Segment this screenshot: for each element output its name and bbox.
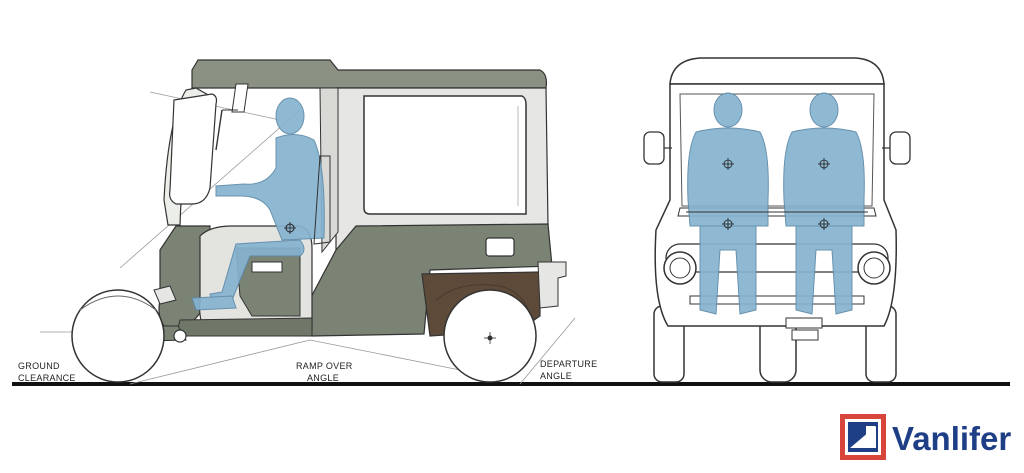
headlight-left xyxy=(663,251,697,285)
brand-wordmark: Vanlifer xyxy=(892,420,1011,457)
cab-floor xyxy=(175,317,313,337)
departure-angle-label-line1: DEPARTURE xyxy=(540,359,597,369)
front-light xyxy=(153,285,177,305)
ground-clearance-label-line2: CLEARANCE xyxy=(18,373,76,383)
fuel-door xyxy=(485,237,515,257)
front-mirror-right xyxy=(889,131,911,165)
ramp-over-angle-label-line2: ANGLE xyxy=(307,373,339,383)
front-wheel xyxy=(71,289,165,383)
headlight-right xyxy=(857,251,891,285)
departure-angle-label-line2: ANGLE xyxy=(540,371,572,381)
front-windshield xyxy=(679,93,875,207)
passenger-figures xyxy=(687,92,865,315)
windshield-glass xyxy=(169,93,218,205)
side-mirror xyxy=(231,83,249,113)
ground-clearance-label-line1: GROUND xyxy=(18,361,60,371)
side-window xyxy=(363,95,527,215)
side-view xyxy=(71,59,567,383)
ramp-over-angle-label-line1: RAMP OVER xyxy=(296,361,353,371)
driver-figure xyxy=(191,97,325,311)
front-view xyxy=(643,57,911,383)
front-roof xyxy=(669,57,885,85)
front-mirror-left xyxy=(643,131,665,165)
bumper-bar xyxy=(665,243,889,273)
seat-back xyxy=(313,155,331,245)
vanlifer-logo-icon xyxy=(840,414,886,460)
rear-light xyxy=(537,261,567,309)
